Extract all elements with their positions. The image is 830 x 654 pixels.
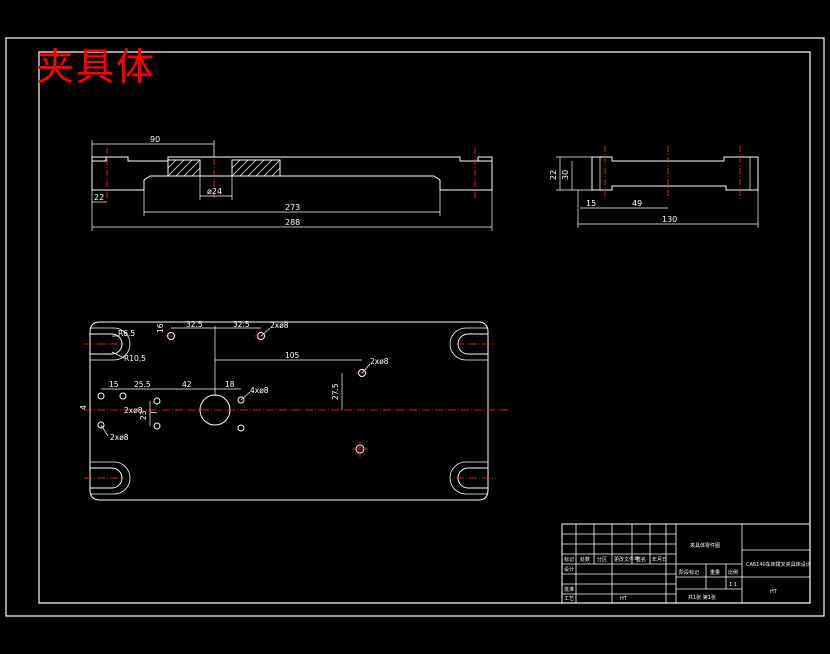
- side-dim-49: 49: [632, 199, 642, 208]
- dim-42: 42: [182, 380, 192, 389]
- side-outline: [591, 156, 759, 191]
- front-view: 90 ø24 22 273 288: [91, 135, 493, 231]
- tb-material: HT: [770, 589, 778, 595]
- drawing-title-cn: 夹具体: [36, 45, 157, 89]
- tb-material-left: HT: [620, 596, 628, 602]
- slot-bottom-left: [90, 467, 123, 489]
- tb-craft: 工艺: [564, 596, 574, 602]
- dim-90: 90: [150, 135, 160, 144]
- dim-18: 18: [225, 380, 235, 389]
- dim-phi24: ø24: [207, 187, 222, 196]
- dim-r105: R10.5: [124, 354, 146, 363]
- side-view: 22 30 15 49 130: [549, 146, 759, 228]
- dim-325b: 32.5: [233, 320, 250, 329]
- dim-275: 27.5: [331, 383, 340, 400]
- callout-2: 2xø8: [370, 357, 389, 366]
- dim-22: 22: [94, 193, 104, 202]
- callout-4: 2xø8: [124, 406, 143, 415]
- side-dim-130: 130: [662, 215, 677, 224]
- tb-date: 年月日: [652, 556, 667, 563]
- hole: [97, 421, 105, 429]
- front-slot-right: [477, 156, 493, 162]
- dim-23: 23: [139, 410, 148, 420]
- title-block: 夹具体零件图 CA6140车床拨叉夹具体设计 标记 处数 分区 更改文件号 签名…: [561, 523, 811, 604]
- hole: [97, 392, 105, 400]
- callout-5: 2xø8: [110, 433, 129, 442]
- dim-15: 15: [109, 380, 119, 389]
- inner-border: [38, 51, 811, 604]
- dim-273: 273: [285, 203, 300, 212]
- dim-288: 288: [285, 218, 300, 227]
- front-slot-left: [91, 156, 107, 162]
- dim-16: 16: [156, 323, 165, 333]
- side-dim-22: 22: [549, 170, 558, 180]
- tb-drawing-title: CA6140车床拨叉夹具体设计: [746, 561, 811, 568]
- tb-design: 设计: [564, 566, 574, 573]
- tb-name: 夹具体零件图: [690, 542, 720, 549]
- top-view: R6.5 R10.5 16 32.5 32.5 105 27.5 15 25.5…: [79, 320, 508, 501]
- hole: [237, 424, 245, 432]
- tb-approve: 批准: [564, 586, 574, 593]
- tb-phase: 阶段标记: [679, 569, 699, 576]
- front-outline: [91, 156, 493, 191]
- side-dim-15: 15: [586, 199, 596, 208]
- side-dim-30: 30: [561, 170, 570, 180]
- hole: [119, 392, 127, 400]
- callout-3: 4xø8: [250, 386, 269, 395]
- tb-zone: 分区: [597, 556, 607, 563]
- callout-1: 2xø8: [270, 321, 289, 330]
- tb-scale-label: 比例: [728, 569, 738, 576]
- tb-mark: 标记: [564, 556, 574, 563]
- tb-sheet: 共1张 第1张: [688, 594, 716, 601]
- tb-sign: 签名: [636, 556, 646, 563]
- tb-count: 处数: [580, 556, 590, 563]
- dim-105: 105: [285, 351, 300, 360]
- dim-325a: 32.5: [186, 320, 203, 329]
- dim-255: 25.5: [134, 380, 151, 389]
- slot-top-left: [90, 333, 123, 355]
- tb-weight: 重量: [710, 569, 720, 576]
- hole: [237, 396, 245, 404]
- dim-4: 4: [79, 405, 88, 410]
- hole: [153, 422, 161, 430]
- tb-change: 更改文件号: [614, 556, 639, 563]
- dim-r65: R6.5: [118, 329, 135, 338]
- outer-border: [5, 37, 825, 617]
- hole: [153, 397, 161, 405]
- hatch-lines: [167, 159, 281, 177]
- tb-scale-value: 1:1: [729, 582, 737, 588]
